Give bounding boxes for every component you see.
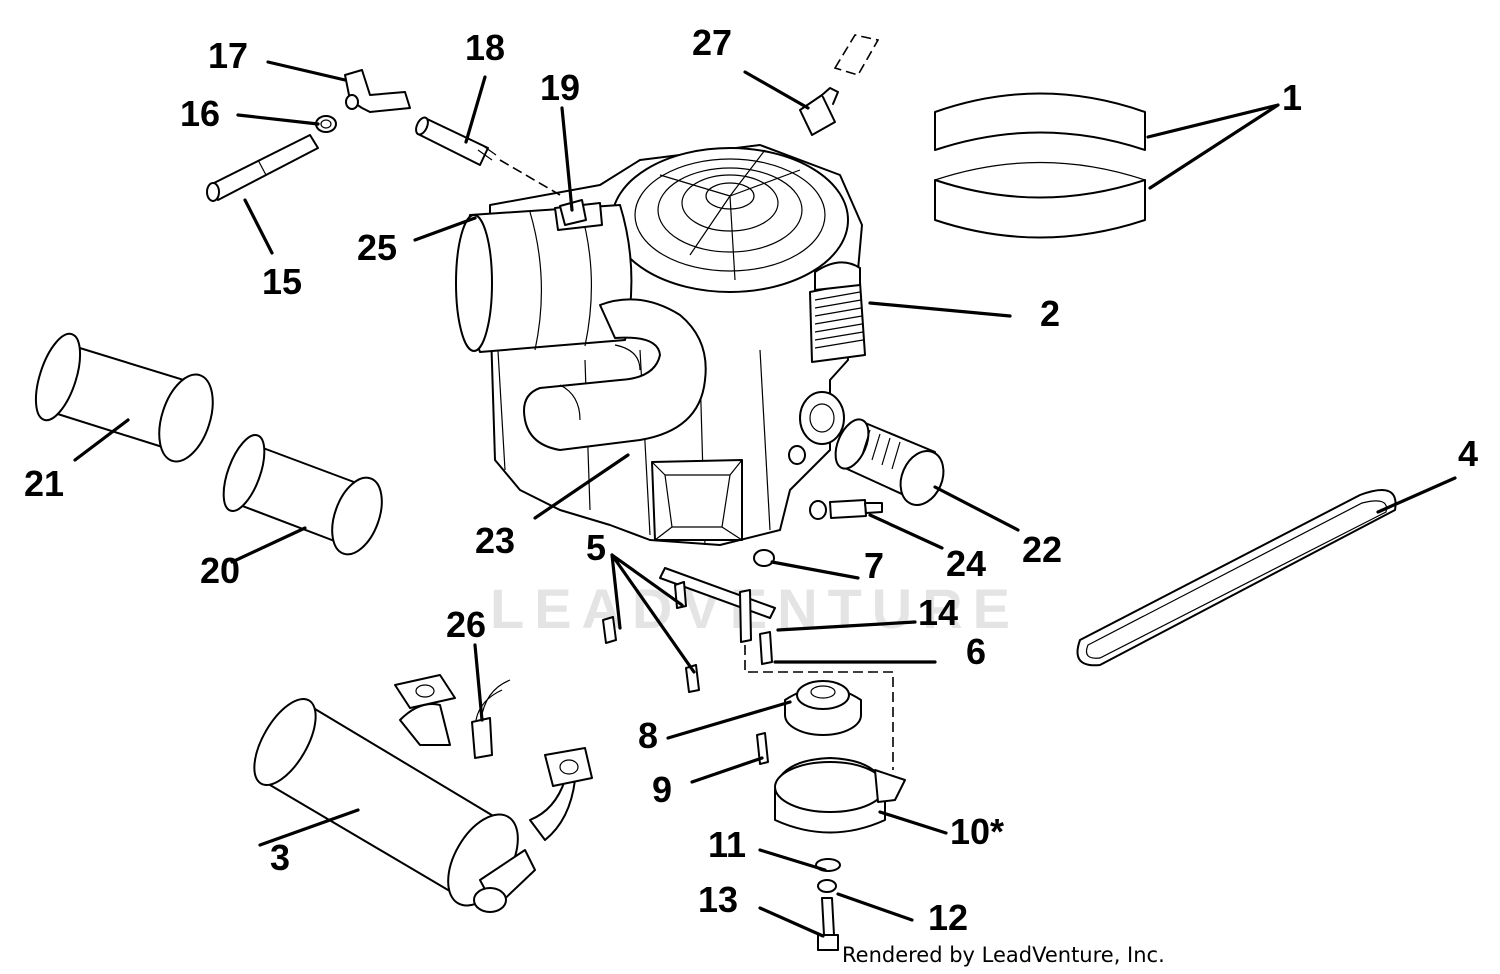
callout-16: 16: [180, 93, 220, 134]
callout-4: 4: [1458, 433, 1478, 474]
part-3-muffler: [253, 674, 593, 913]
callout-6: 6: [966, 631, 986, 672]
callout-10: 10*: [950, 811, 1004, 852]
callout-24: 24: [946, 543, 986, 584]
part-19-clip: [559, 199, 587, 226]
callout-numbers: 1 2 3 4 5 6 7 8 9 10* 11 12 13 14 15 16 …: [24, 22, 1478, 938]
callout-12: 12: [928, 897, 968, 938]
callout-22: 22: [1022, 529, 1062, 570]
part-22-oil-filter: [834, 418, 945, 506]
part-20-filter-element: [222, 434, 383, 556]
part-11-12-13-hardware: [815, 858, 841, 951]
callout-13: 13: [698, 879, 738, 920]
callout-17: 17: [208, 35, 248, 76]
callout-3: 3: [270, 837, 290, 878]
callout-15: 15: [262, 261, 302, 302]
callout-20: 20: [200, 550, 240, 591]
part-1-air-filter-foams: [934, 92, 1146, 239]
callout-9: 9: [652, 769, 672, 810]
callout-27: 27: [692, 22, 732, 63]
part-21-filter-element: [34, 332, 214, 463]
part-15-hose: [206, 134, 319, 202]
render-credit: Rendered by LeadVenture, Inc.: [842, 943, 1165, 967]
callout-26: 26: [446, 604, 486, 645]
part-17-tee-fitting: [344, 69, 411, 113]
callout-19: 19: [540, 67, 580, 108]
part-10-clutch: [774, 757, 906, 834]
leader-lines: [73, 60, 1457, 938]
callout-7: 7: [864, 545, 884, 586]
callout-23: 23: [475, 520, 515, 561]
callout-21: 21: [24, 463, 64, 504]
callout-25: 25: [357, 227, 397, 268]
part-24-fitting: [809, 499, 883, 520]
part-9-key: [756, 732, 769, 765]
callout-14: 14: [918, 592, 958, 633]
callout-1: 1: [1282, 77, 1302, 118]
callout-18: 18: [465, 27, 505, 68]
part-8-pulley: [784, 680, 862, 736]
part-18-fuel-filter: [415, 116, 561, 196]
callout-8: 8: [638, 715, 658, 756]
part-27-spark-plug: [799, 34, 880, 136]
callout-11: 11: [708, 824, 746, 865]
callout-5: 5: [586, 527, 606, 568]
part-4-belt: [1076, 489, 1397, 667]
callout-2: 2: [1040, 293, 1060, 334]
part-26-sensor: [471, 679, 511, 759]
air-cleaner-assembly: [455, 202, 707, 451]
part-bracket-and-bolts: [602, 549, 894, 770]
